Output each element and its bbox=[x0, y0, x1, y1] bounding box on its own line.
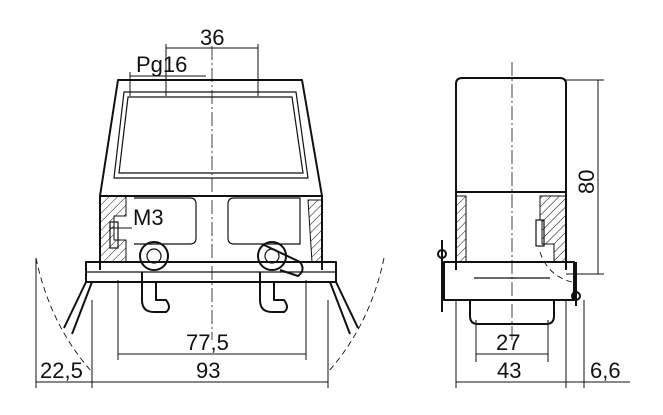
front-right-section bbox=[307, 199, 323, 263]
front-left-recess bbox=[134, 197, 197, 245]
side-screw bbox=[535, 219, 545, 247]
side-left-section bbox=[455, 195, 467, 263]
dim-775-label: 77,5 bbox=[186, 330, 229, 355]
dim-m3-label: M3 bbox=[133, 205, 164, 230]
dim-225-label: 22,5 bbox=[40, 358, 83, 383]
front-right-lever bbox=[257, 241, 304, 313]
front-hood-window bbox=[113, 91, 309, 179]
dim-36-label: 36 bbox=[200, 25, 224, 50]
side-view: 80 27 43 6,6 bbox=[437, 62, 630, 388]
front-right-flange bbox=[329, 281, 359, 335]
front-left-lever bbox=[139, 241, 170, 313]
side-base bbox=[443, 261, 575, 301]
dim-93-label: 93 bbox=[196, 358, 220, 383]
side-hood-outline bbox=[455, 77, 567, 270]
front-left-flange bbox=[63, 281, 93, 335]
front-left-section bbox=[99, 195, 127, 263]
dim-80-label: 80 bbox=[574, 170, 599, 194]
front-view: 36 Pg16 M3 77,5 93 22,5 bbox=[35, 25, 385, 388]
side-swing-arc bbox=[539, 251, 573, 283]
side-base-lower bbox=[469, 300, 555, 325]
dim-66-label: 6,6 bbox=[590, 358, 621, 383]
dim-pg16-label: Pg16 bbox=[136, 52, 187, 77]
dim-27-label: 27 bbox=[496, 330, 520, 355]
front-swing-arc bbox=[35, 257, 385, 373]
front-hood-window-inner bbox=[118, 96, 304, 174]
front-hood-outline bbox=[99, 79, 323, 270]
front-screw bbox=[109, 221, 119, 249]
front-right-recess bbox=[227, 197, 301, 245]
dim-43-label: 43 bbox=[497, 358, 521, 383]
